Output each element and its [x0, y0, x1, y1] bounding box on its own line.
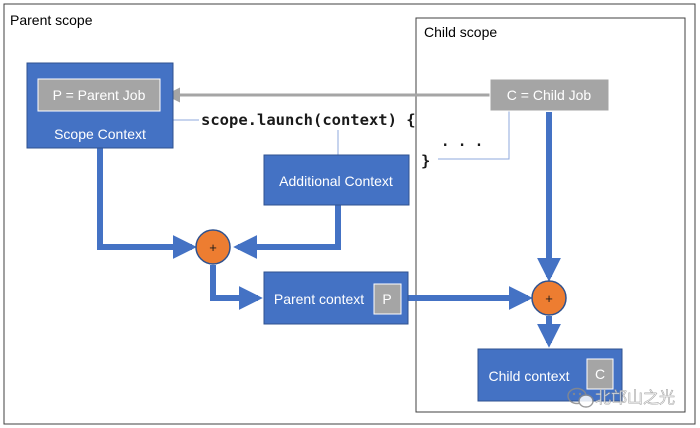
additional-to-plus-arrow: [233, 205, 341, 259]
plus-right-label: +: [545, 291, 553, 306]
additional-context-label: Additional Context: [279, 173, 393, 189]
child-context-badge: [586, 358, 614, 390]
scope-context-box: P = Parent Job Scope Context: [26, 62, 174, 149]
parent-job-label: P = Parent Job: [53, 87, 146, 103]
child-job-label: C = Child Job: [507, 87, 592, 103]
scope-to-plus-arrow: [97, 148, 197, 259]
parent-job-box: [37, 78, 161, 112]
child-job-box: C = Child Job: [489, 78, 610, 112]
plus-to-parent-context-arrow: [210, 265, 263, 310]
watermark: 北邙山之光: [567, 387, 675, 408]
parent-context-badge-label: P: [382, 291, 391, 307]
child-context-badge-label: C: [595, 366, 605, 382]
child-job-connector: [438, 110, 510, 160]
merge-plus-right: +: [531, 280, 567, 316]
parent-context-label: Parent context: [274, 291, 364, 307]
parent-scope-label: Parent scope: [10, 12, 93, 28]
child-scope-label: Child scope: [424, 24, 497, 40]
scope-context-label: Scope Context: [54, 126, 146, 142]
parent-context-badge: [373, 283, 402, 315]
child-context-label: Child context: [489, 368, 570, 384]
code-ellipsis: . . .: [441, 134, 483, 150]
watermark-text: 北邙山之光: [595, 389, 675, 407]
additional-context-box: Additional Context: [263, 154, 410, 206]
merge-plus-left: +: [195, 229, 231, 265]
plus-left-label: +: [209, 240, 217, 255]
wechat-icon: [567, 387, 594, 408]
child-scope-frame: [415, 17, 686, 413]
parent-context-box: Parent context P: [263, 271, 409, 325]
closing-brace: }: [421, 152, 430, 170]
child-context-box: Child context C: [477, 348, 623, 402]
launch-code-text: scope.launch(context) {: [201, 111, 416, 129]
